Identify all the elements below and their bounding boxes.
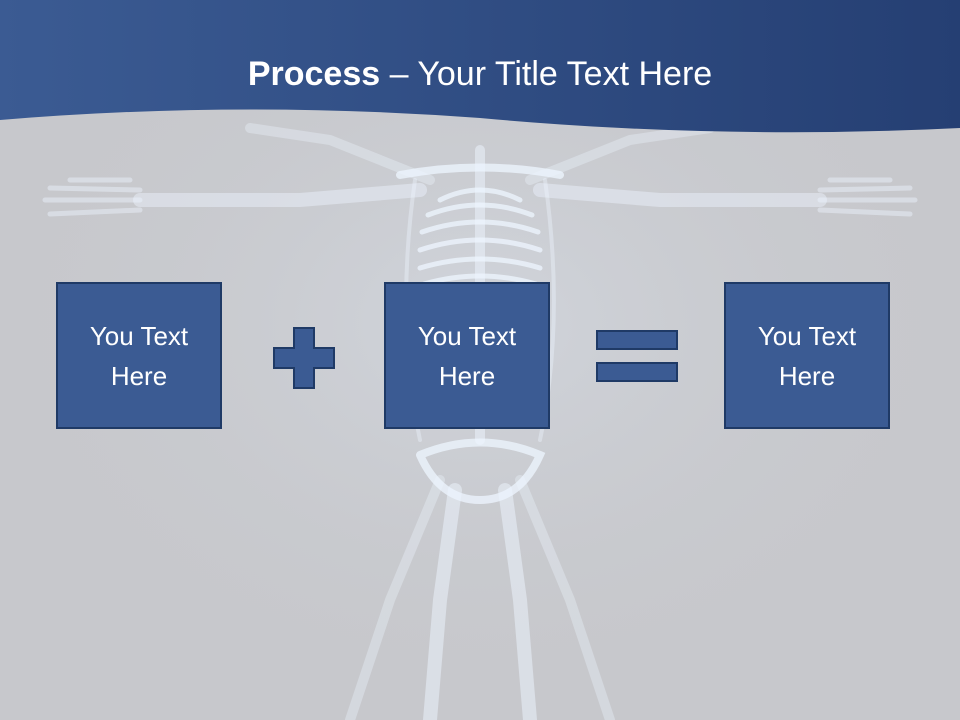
equals-bar-top [596,330,678,350]
process-box-2[interactable]: You Text Here [384,282,550,429]
header-banner [0,0,960,133]
plus-icon [273,327,335,389]
process-box-3[interactable]: You Text Here [724,282,890,429]
title-rest: – Your Title Text Here [380,55,713,93]
title-bold: Process [247,55,381,93]
process-box-1[interactable]: You Text Here [56,282,222,429]
page-title: Process – Your Title Text Here [0,52,960,96]
equals-icon [596,330,678,384]
equals-bar-bottom [596,362,678,382]
